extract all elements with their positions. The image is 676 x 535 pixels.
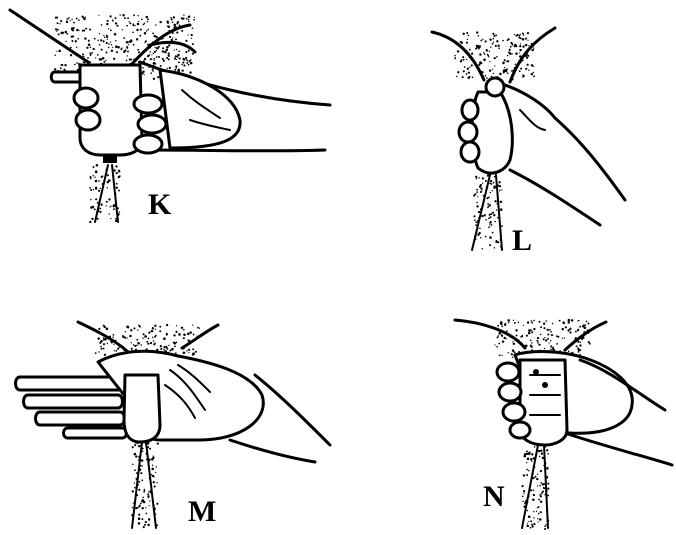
panel-k: K [10, 10, 330, 223]
panel-m-hand [16, 351, 331, 462]
panel-m-label: M [188, 495, 216, 528]
panel-k-stream [89, 164, 121, 223]
panel-l-label: L [512, 224, 532, 257]
panel-n-hand [497, 352, 672, 465]
panel-k-hand [51, 62, 330, 163]
panel-k-label: K [148, 188, 172, 221]
panel-n-stream [522, 444, 550, 530]
panel-m: M [16, 322, 331, 528]
panel-m-stream [131, 441, 159, 528]
panel-n-label: N [483, 480, 505, 513]
panel-n: N [455, 319, 672, 530]
panel-l-bag [432, 28, 555, 82]
panel-l: L [432, 28, 625, 257]
panel-l-stream [472, 175, 503, 250]
